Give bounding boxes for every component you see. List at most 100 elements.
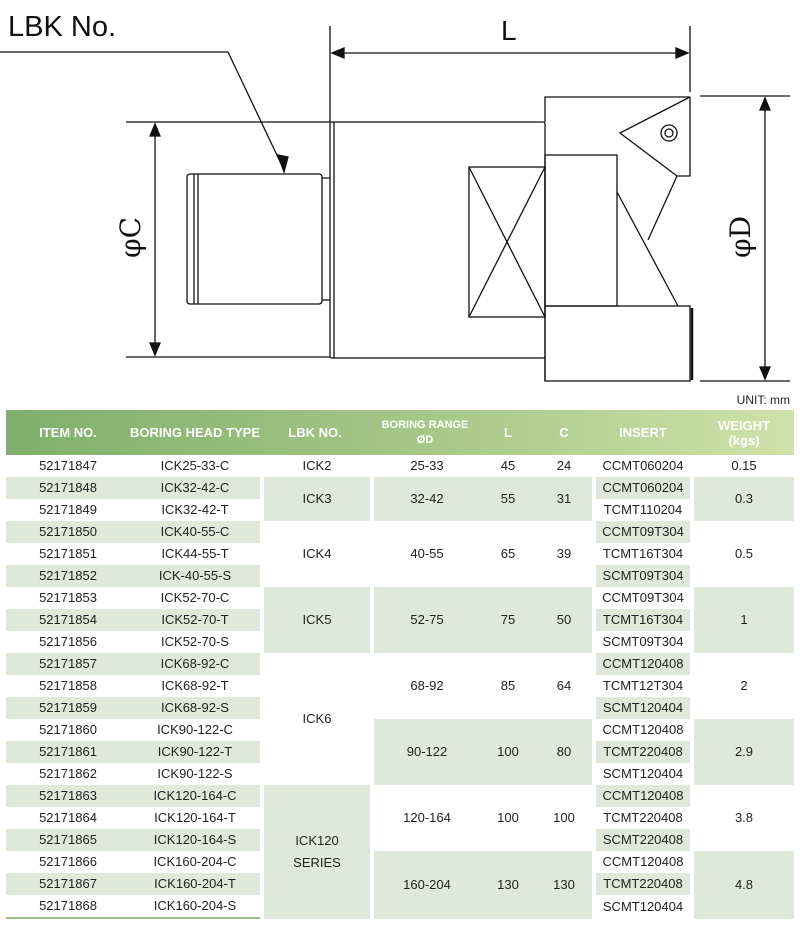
insert-cell: TCMT110204 [592, 499, 694, 521]
item-no-cell: 52171864 [39, 810, 97, 825]
boring-range-cell: 120-164 [370, 785, 480, 851]
insert-cell: CCMT120408 [592, 851, 694, 873]
boring-head-type-cell: ICK32-42-C [130, 477, 260, 499]
c-dimension-label: φC [114, 217, 147, 258]
header-boring-head-type: BORING HEAD TYPE [130, 425, 261, 440]
item-no-cell: 52171847 [39, 458, 97, 473]
item-no-cell: 52171859 [6, 697, 130, 719]
item-no-cell: 52171856 [39, 634, 97, 649]
item-no-cell: 52171868 [6, 895, 130, 919]
item-no-cell: 52171852 [6, 565, 130, 587]
insert-cell: TCMT220408 [592, 741, 694, 763]
boring-head-type-cell: ICK160-204-T [130, 873, 260, 895]
weight-cell: 0.5 [734, 546, 754, 561]
item-no-cell: 52171851 [39, 546, 97, 561]
boring-head-type-cell: ICK160-204-C [153, 854, 237, 869]
c-cell: 64 [556, 678, 572, 693]
boring-range-cell: 90-122 [370, 719, 480, 785]
header-l: L [504, 425, 512, 440]
insert-cell: SCMT09T304 [592, 631, 694, 653]
insert-cell: SCMT220408 [592, 829, 694, 851]
l-cell: 75 [480, 587, 536, 653]
l-cell: 65 [500, 546, 516, 561]
c-cell: 31 [536, 477, 592, 521]
boring-range-cell: 160-204 [370, 851, 480, 919]
boring-head-type-cell: ICK120-164-C [130, 785, 260, 807]
table-header-row: ITEM NO. BORING HEAD TYPE LBK NO. BORING… [6, 410, 794, 455]
insert-cell: SCMT120404 [592, 697, 694, 719]
l-cell: 55 [480, 477, 536, 521]
header-boring-range-line1: BORING RANGE [381, 418, 469, 431]
insert-cell: TCMT16T304 [592, 609, 694, 631]
c-cell: 39 [556, 546, 572, 561]
l-cell: 130 [480, 851, 536, 919]
header-boring-range-line2: ØD [416, 433, 434, 446]
weight-cell: 2.9 [694, 719, 794, 785]
boring-head-drawing: LBK No. L φC φD [0, 11, 790, 382]
l-cell: 100 [480, 719, 536, 785]
item-no-cell: 52171863 [6, 785, 130, 807]
insert-cell: TCMT16T304 [592, 543, 694, 565]
lbk-no-cell: ICK4 [260, 521, 370, 587]
boring-head-type-cell: ICK90-122-T [130, 741, 260, 763]
d-dimension-label: φD [724, 216, 757, 258]
insert-cell: SCMT09T304 [592, 565, 694, 587]
item-no-cell: 52171858 [39, 678, 97, 693]
boring-head-type-cell: ICK32-42-T [161, 502, 229, 517]
boring-range-cell: 32-42 [370, 477, 480, 521]
insert-cell: SCMT120404 [592, 763, 694, 785]
item-no-cell: 52171867 [6, 873, 130, 895]
l-dimension-label: L [501, 15, 517, 46]
lbk-no-cell: ICK3 [260, 477, 370, 521]
lbk-no-cell: ICK5 [260, 587, 370, 653]
insert-cell: CCMT060204 [592, 455, 694, 477]
header-weight-line2: (kgs) [728, 432, 760, 448]
weight-cell: 4.8 [694, 851, 794, 919]
c-cell: 50 [536, 587, 592, 653]
insert-cell: SCMT120404 [592, 895, 694, 919]
insert-cell: CCMT09T304 [592, 587, 694, 609]
insert-cell: CCMT060204 [592, 477, 694, 499]
boring-head-spec-table: ITEM NO. BORING HEAD TYPE LBK NO. BORING… [6, 410, 794, 919]
header-c: C [559, 425, 569, 440]
item-no-cell: 52171866 [39, 854, 97, 869]
insert-cell: CCMT120408 [592, 719, 694, 741]
insert-cell: TCMT220408 [592, 873, 694, 895]
header-weight-line1: WEIGHT [718, 417, 770, 433]
header-item-no: ITEM NO. [39, 425, 97, 440]
boring-head-type-cell: ICK120-164-S [130, 829, 260, 851]
weight-cell: 3.8 [734, 810, 754, 825]
c-cell: 24 [556, 458, 572, 473]
boring-range-cell: 52-75 [370, 587, 480, 653]
boring-head-type-cell: ICK68-92-S [130, 697, 260, 719]
boring-head-type-cell: ICK-40-55-S [130, 565, 260, 587]
weight-cell: 2 [740, 678, 748, 693]
insert-cell: CCMT120408 [592, 653, 694, 675]
boring-head-type-cell: ICK52-70-T [130, 609, 260, 631]
c-cell: 130 [536, 851, 592, 919]
insert-cell: CCMT09T304 [592, 521, 694, 543]
header-weight: WEIGHT(kgs) [694, 410, 794, 455]
item-no-cell: 52171849 [39, 502, 97, 517]
lbk-no-cell: ICK120 SERIES [260, 785, 370, 919]
item-no-cell: 52171853 [39, 590, 97, 605]
boring-head-type-cell: ICK90-122-C [157, 722, 233, 737]
item-no-cell: 52171862 [39, 766, 97, 781]
weight-cell: 1 [694, 587, 794, 653]
